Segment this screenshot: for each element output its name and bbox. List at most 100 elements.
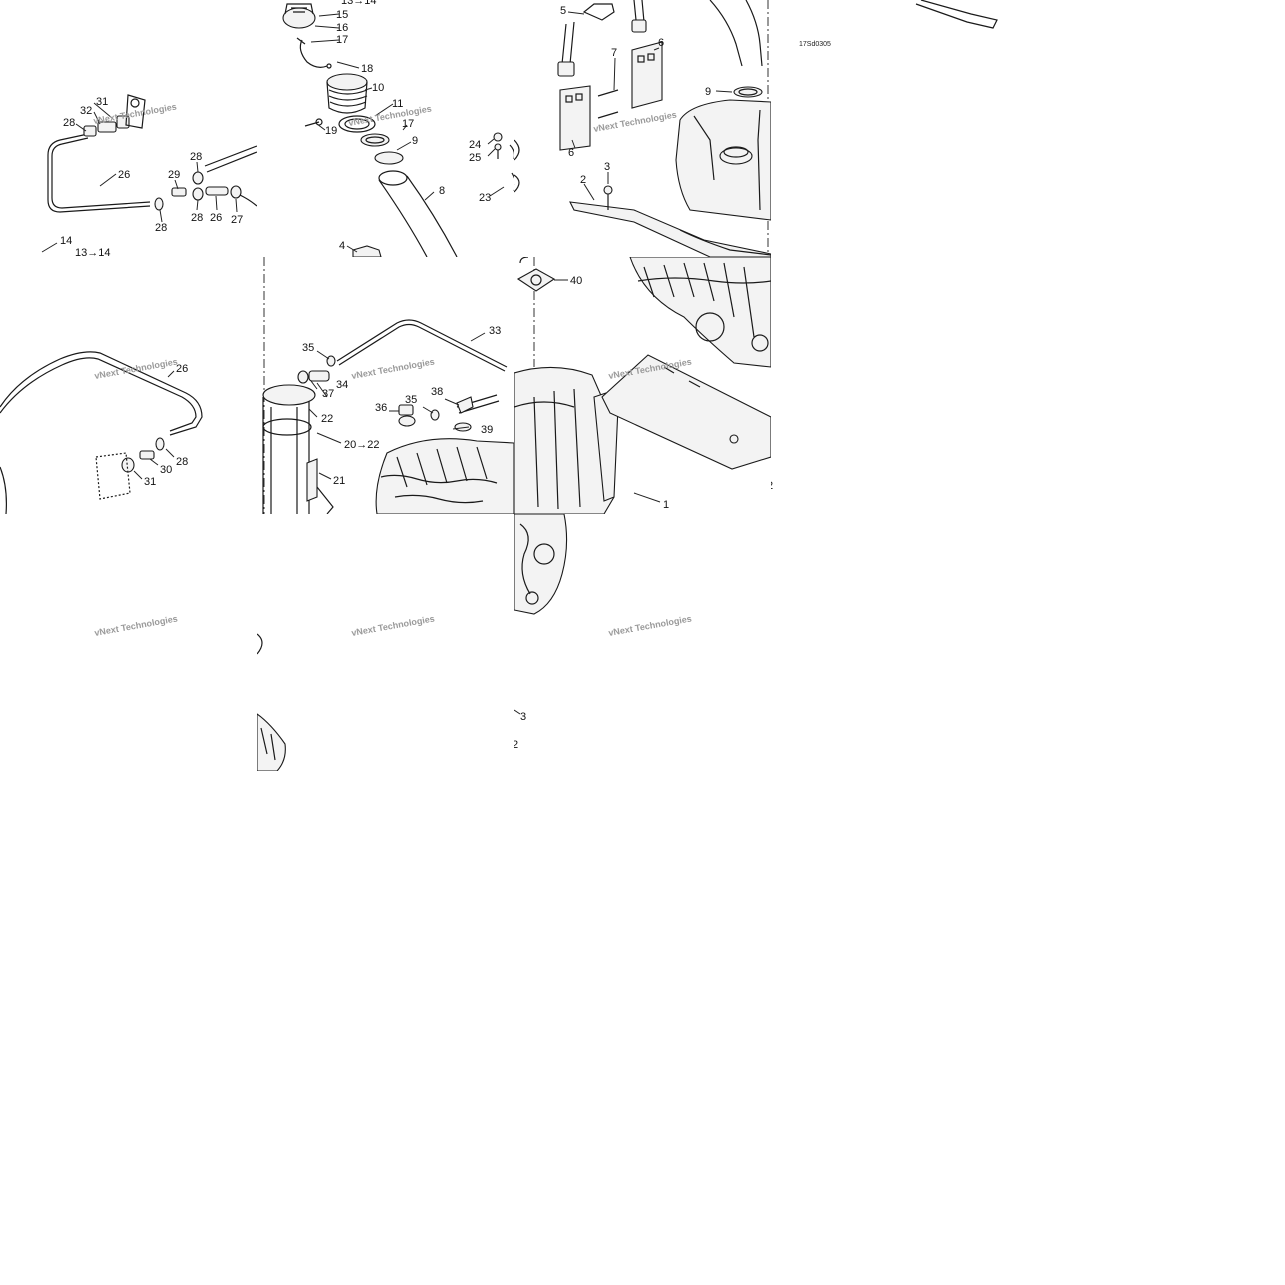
hose-26-loop [47,133,151,213]
tile-filler-neck: 13→14 15 16 17 18 10 11 17 19 9 8 4 vNex… [257,0,514,257]
diagram-reference-code: 17Sd0305 [799,41,831,48]
tank-flange-31 [95,452,131,500]
callout-5: 5 [560,5,566,17]
tile-faded-2: vNext Technologies [257,514,514,771]
tile-fuel-pump: 33 35 34 37 22 36 35 38 39 20→22 21 vNex… [257,257,514,514]
screw-19 [304,118,323,127]
filler-cap-15 [282,3,316,29]
tile-faded-1: vNext Technologies [0,514,257,771]
engine-block [375,438,514,514]
callout-40: 40 [570,275,582,287]
leader-lines [308,332,486,480]
watermark: vNext Technologies [94,613,179,637]
leader-lines [133,370,175,480]
callout-27: 27 [231,214,243,226]
hose-26-crossover [0,351,203,436]
watermark: vNext Technologies [593,109,678,133]
filler-hose-8 [378,170,458,257]
hose-clamps [154,145,257,211]
callout-35-b: 35 [405,394,417,406]
leader-lines [554,279,661,503]
callout-10: 10 [372,82,384,94]
watermark: vNext Technologies [351,356,436,380]
callout-20-22: 20→22 [344,439,379,451]
callout-21: 21 [333,475,345,487]
callout-8: 8 [439,185,445,197]
callout-24: 24 [469,139,481,151]
tile-shield-edge: 2 [771,257,1028,514]
filler-elbow [709,0,763,67]
fuel-pump-22 [262,384,316,514]
callout-28: 28 [176,456,188,468]
tile-vent-fitting: 24 25 23 [460,125,514,205]
retainer-plates-6 [559,41,663,151]
fitting-4 [352,245,382,257]
tile-return-hose: 31 32 28 26 29 28 28 26 27 28 14 13→14 v… [0,0,257,257]
leader-lines [41,102,238,253]
callout-26-b: 26 [210,212,222,224]
callout-1: 1 [663,499,669,511]
fuel-tank-1 [514,366,619,514]
callout-35: 35 [302,342,314,354]
callout-14: 14 [60,235,72,247]
callout-13-14-top: 13→14 [341,0,376,7]
callout-2: 2 [771,480,773,492]
callout-38: 38 [431,386,443,398]
watermark: vNext Technologies [608,613,693,637]
heat-shield-2 [569,185,771,257]
watermark: vNext Technologies [351,613,436,637]
callout-17-b: 17 [402,118,414,130]
rivets-7 [597,89,619,119]
check-valve-assembly [83,94,146,137]
fittings-28-30 [121,437,165,473]
callout-6: 6 [658,37,664,49]
watermark: vNext Technologies [348,103,433,127]
callout-18: 18 [361,63,373,75]
bracket-21 [306,458,334,514]
callout-9: 9 [412,135,418,147]
engine-block-lower [514,514,568,615]
callout-23: 23 [479,192,491,204]
hose-33 [336,319,508,372]
callout-7: 7 [611,47,617,59]
fuel-level-sensor-40 [516,257,556,292]
callout-11: 11 [392,98,403,110]
callout-3: 3 [520,711,526,723]
fuel-tank-upper: 9 [670,80,771,257]
callout-31: 31 [96,96,108,108]
callout-32: 32 [80,105,92,117]
callout-33: 33 [489,325,501,337]
callout-31: 31 [144,476,156,488]
callout-28-d: 28 [155,222,167,234]
filler-neck-10 [326,73,368,114]
hose-fittings-34-37 [297,355,336,384]
callout-36: 36 [375,402,387,414]
callout-37: 37 [322,388,334,400]
callout-16: 16 [336,22,348,34]
callout-9: 9 [705,86,711,98]
callout-2: 2 [514,739,518,751]
callout-25: 25 [469,152,481,164]
callout-3: 3 [604,161,610,173]
tank-strap-5 [557,0,647,77]
callout-19: 19 [325,125,337,137]
callout-28: 28 [63,117,75,129]
callout-34: 34 [336,379,348,391]
callout-26: 26 [176,363,188,375]
leader-lines [514,11,660,201]
callout-29: 29 [168,169,180,181]
engine-section [629,257,771,368]
callout-17: 17 [336,34,348,46]
clamps-9 [360,133,404,165]
gasket-11 [338,115,376,133]
tether-cord-17 [296,37,332,69]
tile-crossover-hose: 26 28 30 31 vNext Technologies [0,257,257,514]
callout-39: 39 [481,424,493,436]
watermark: vNext Technologies [94,356,179,380]
heat-shield-lower [601,354,771,470]
callout-30: 30 [160,464,172,476]
callout-28-b: 28 [190,151,202,163]
leader-lines [310,13,435,253]
callout-26: 26 [118,169,130,181]
